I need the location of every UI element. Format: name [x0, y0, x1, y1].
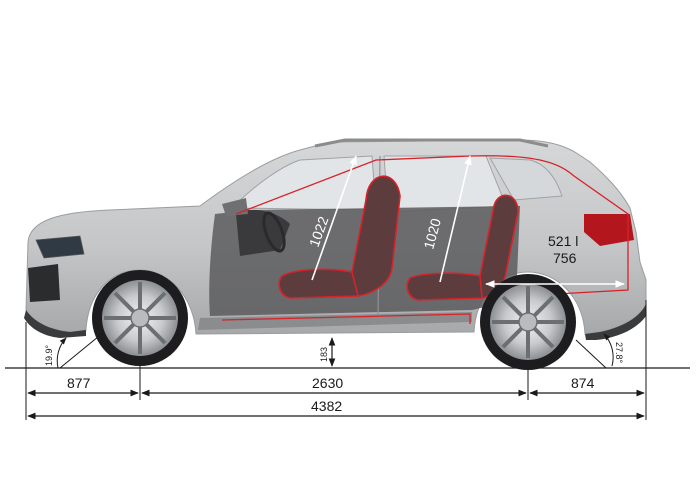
ground-clearance-label: 183 — [319, 347, 329, 362]
departure-angle-arc — [575, 339, 607, 369]
seats — [278, 175, 519, 301]
tail-light — [584, 214, 634, 246]
front-headroom-line — [311, 155, 357, 281]
rear-headroom-label: 1020 — [420, 216, 444, 250]
front-window — [230, 155, 377, 211]
boot-length-label: 756 — [553, 250, 577, 266]
rear-headroom-line — [439, 155, 472, 283]
approach-angle-label: 19.9° — [44, 344, 54, 366]
approach-angle-arc — [59, 331, 105, 369]
rear-window — [383, 155, 507, 213]
overall-length-label: 4382 — [311, 398, 342, 414]
wheelbase-label: 2630 — [312, 375, 343, 391]
quarter-window — [489, 157, 563, 201]
rear-wheel — [480, 274, 576, 370]
headlight — [35, 235, 85, 259]
boot-volume-label: 521 l — [548, 233, 578, 249]
front-wheel — [92, 270, 188, 366]
extension-lines — [25, 300, 647, 420]
rear-overhang-label: 874 — [571, 375, 595, 391]
front-overhang-label: 877 — [67, 375, 91, 391]
departure-angle-label: 27.8° — [614, 342, 624, 364]
